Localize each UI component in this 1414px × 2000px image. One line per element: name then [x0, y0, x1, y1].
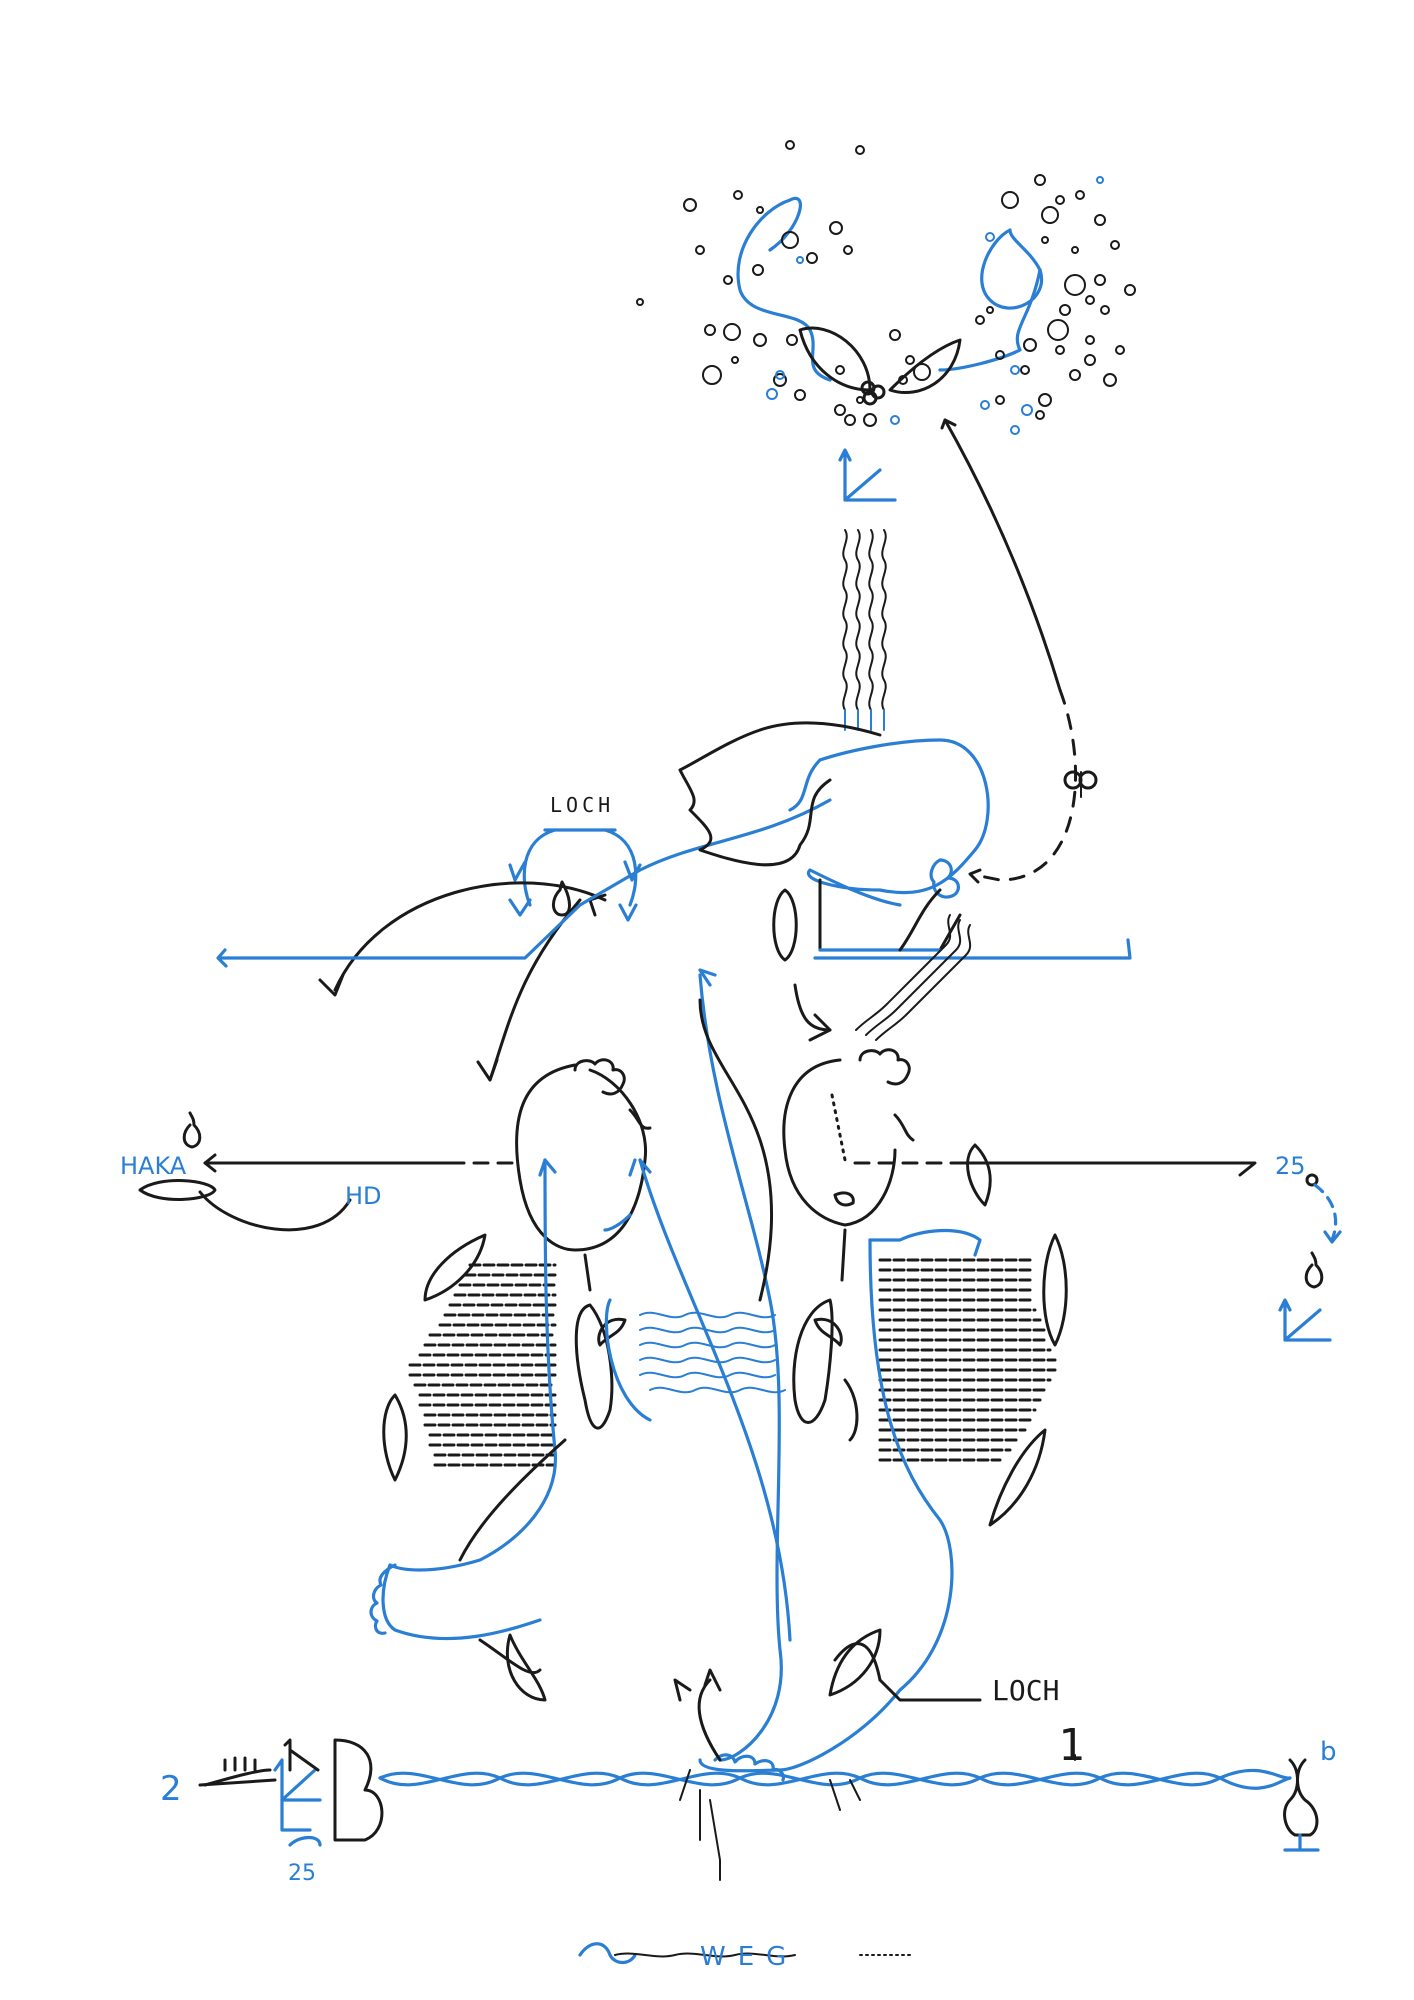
black-arrows-left — [318, 881, 607, 1082]
weg-label: WEG — [700, 1942, 798, 1972]
middle-axis: HAKA HD 25 — [120, 1111, 1342, 1342]
dashed-arc-arrow — [940, 418, 1098, 884]
number-25-right-label: 25 — [1275, 1152, 1306, 1180]
hatched-boxes — [408, 1258, 1057, 1467]
upper-blue-plane — [216, 721, 1132, 1042]
blue-water-center — [639, 1311, 786, 1394]
loch-bottom-group: LOCH — [833, 1642, 1059, 1707]
fountain-splash — [636, 140, 1136, 435]
middle-heads — [515, 1048, 915, 1292]
number-2-label: 2 — [160, 1769, 182, 1809]
braid-line: 1 2 25 b — [160, 1668, 1337, 1886]
leaves — [382, 1233, 1068, 1702]
loch-top-label: LOCH — [550, 793, 614, 817]
hd-label: HD — [345, 1182, 382, 1210]
loch-bottom-label: LOCH — [992, 1674, 1059, 1707]
number-25-bottom-label: 25 — [288, 1861, 316, 1886]
weg-signature: WEG — [578, 1942, 911, 1972]
blue-figure — [369, 968, 982, 1782]
letter-b-label: b — [1320, 1737, 1337, 1767]
haka-label: HAKA — [120, 1152, 187, 1180]
number-1-label: 1 — [1058, 1720, 1085, 1771]
loch-top-group: LOCH — [508, 793, 642, 922]
stream — [838, 448, 897, 731]
